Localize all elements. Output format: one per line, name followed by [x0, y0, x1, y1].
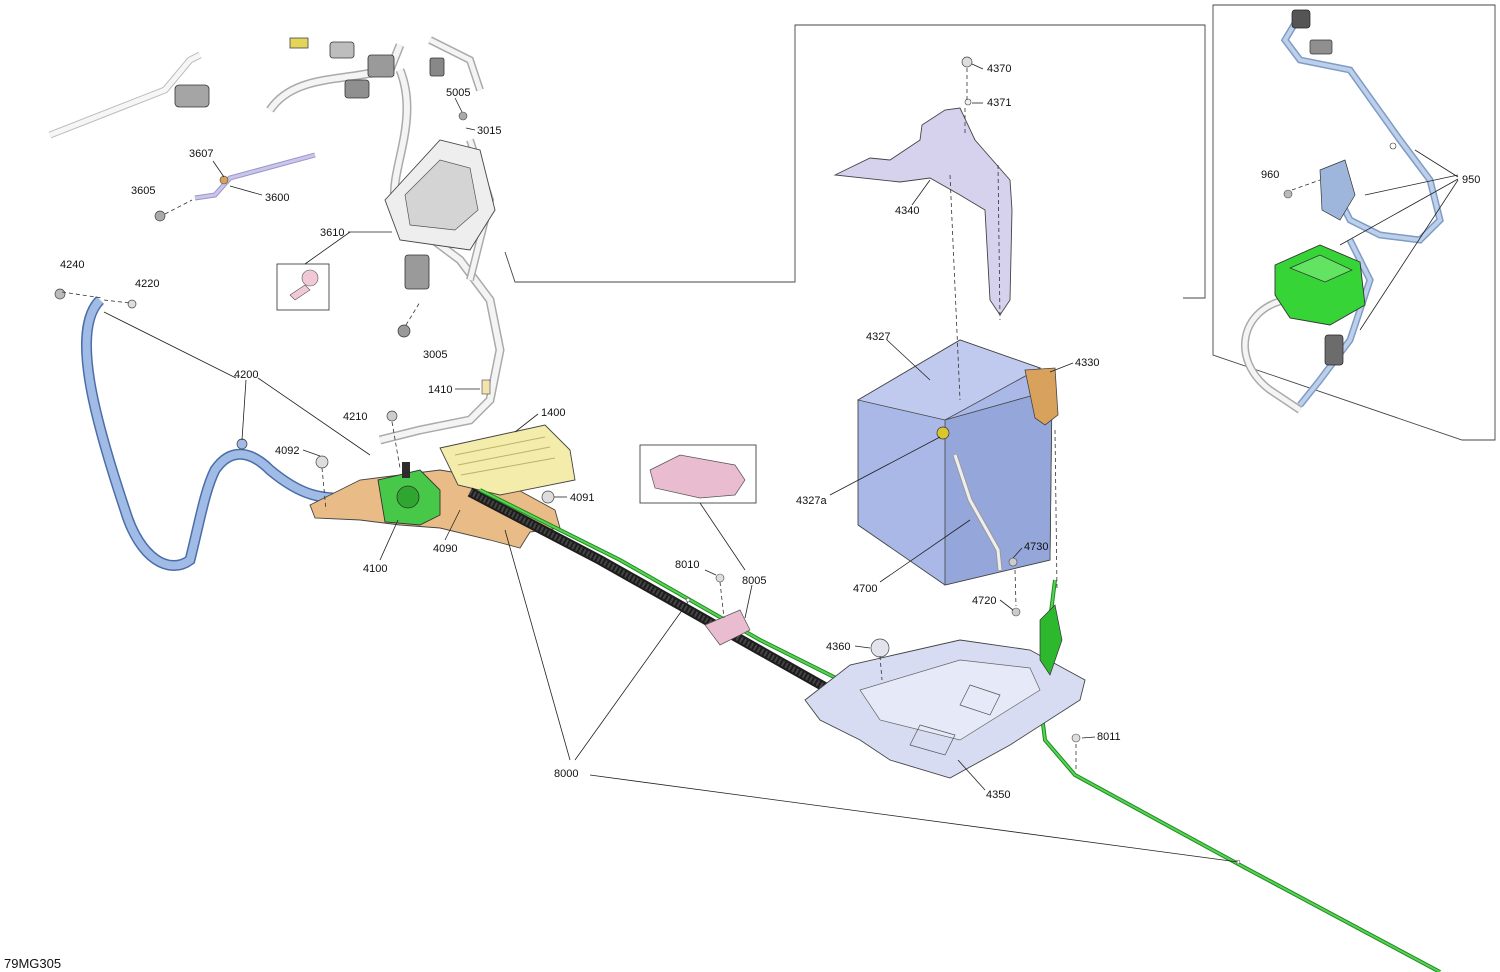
nut-4210	[386, 410, 398, 422]
terminal-cover-4330	[1024, 367, 1059, 426]
clip-8011	[1071, 733, 1081, 743]
ground-strap-3600	[154, 152, 316, 222]
starter-solenoid-4100	[377, 462, 441, 526]
callout-4220: 4220	[135, 278, 159, 290]
positive-cable-4200	[80, 296, 356, 571]
callout-4700: 4700	[853, 583, 877, 595]
rivet-4360	[870, 638, 890, 658]
callout-4371: 4371	[987, 97, 1011, 109]
callout-3607: 3607	[189, 148, 213, 160]
callout-8011: 8011	[1097, 731, 1121, 743]
screw-4370	[961, 56, 973, 68]
callout-4091: 4091	[570, 492, 594, 504]
fastener-inset-3610	[276, 263, 330, 311]
callout-4370: 4370	[987, 63, 1011, 75]
callout-4340: 4340	[895, 205, 919, 217]
callout-4210: 4210	[343, 411, 367, 423]
callout-4092: 4092	[275, 445, 299, 457]
diagram-code: 79MG305	[4, 956, 61, 971]
battery-detail-frame	[504, 24, 1206, 299]
callout-4200: 4200	[234, 369, 258, 381]
voltage-regulator-1400	[439, 424, 576, 496]
relay-detail-frame	[1212, 4, 1496, 441]
callout-960: 960	[1261, 169, 1279, 181]
callout-1410: 1410	[428, 384, 452, 396]
screw-3005	[397, 324, 411, 338]
screw-1410	[481, 379, 491, 395]
callout-3600: 3600	[265, 192, 289, 204]
nut-4240	[54, 288, 66, 300]
harness-conduit	[467, 487, 833, 695]
callout-3015: 3015	[477, 125, 501, 137]
nut-5005	[458, 111, 468, 121]
callout-3610: 3610	[320, 227, 344, 239]
callout-4720: 4720	[972, 595, 996, 607]
screw-960	[1283, 189, 1293, 199]
callout-4327a: 4327a	[796, 495, 827, 507]
battery-tray-4350	[804, 639, 1086, 779]
washer-4371	[964, 98, 972, 106]
clip-8010	[715, 573, 725, 583]
relay-module-960	[1274, 244, 1366, 326]
callout-4360: 4360	[826, 641, 850, 653]
callout-4330: 4330	[1075, 357, 1099, 369]
callout-5005: 5005	[446, 87, 470, 99]
callout-1400: 1400	[541, 407, 565, 419]
nut-4730	[1008, 557, 1018, 567]
leader-lines	[61, 63, 1459, 863]
callout-4090: 4090	[433, 543, 457, 555]
callout-labels: 5005 3015 3607 3605 3600 3610 4240 4220 …	[60, 63, 1480, 801]
clip-4092	[315, 455, 329, 469]
callout-950: 950	[1462, 174, 1480, 186]
callout-4730: 4730	[1024, 541, 1048, 553]
clip-8005-installed	[704, 609, 751, 646]
battery-bracket-4340	[833, 107, 1013, 316]
callout-8000: 8000	[554, 768, 578, 780]
screw-4720	[1011, 607, 1021, 617]
callout-4327: 4327	[866, 331, 890, 343]
relay-harness-950	[1241, 9, 1444, 414]
callout-3605: 3605	[131, 185, 155, 197]
callout-4100: 4100	[363, 563, 387, 575]
fuse-holder	[1039, 604, 1063, 676]
callout-3005: 3005	[423, 349, 447, 361]
washer-4220	[127, 299, 137, 309]
clip-4091	[541, 490, 555, 504]
callout-8010: 8010	[675, 559, 699, 571]
callout-4350: 4350	[986, 789, 1010, 801]
callout-4240: 4240	[60, 259, 84, 271]
callout-8005: 8005	[742, 575, 766, 587]
clip-inset-8005	[639, 444, 757, 504]
main-wiring-harness	[48, 36, 505, 445]
